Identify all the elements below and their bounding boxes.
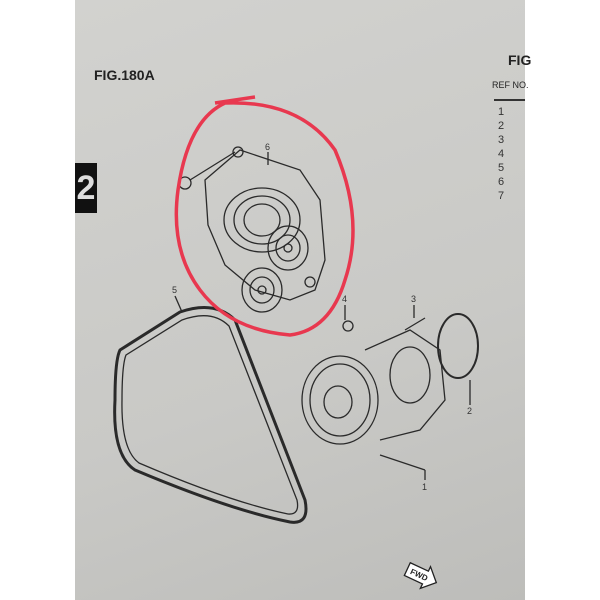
idler-pulley-upper bbox=[267, 225, 309, 271]
water-pump bbox=[301, 317, 446, 445]
figure-title: FIG.180A bbox=[94, 67, 155, 83]
ref-no-header: REF NO. bbox=[492, 80, 529, 90]
callout-6: 6 bbox=[265, 142, 270, 152]
header-rule bbox=[494, 99, 525, 101]
fwd-arrow-icon: FWD bbox=[403, 561, 438, 590]
idler-pulley-lower bbox=[241, 267, 283, 313]
ref-number: 3 bbox=[498, 134, 505, 146]
ref-number: 6 bbox=[498, 176, 505, 188]
callout-1: 1 bbox=[422, 482, 427, 492]
drive-belt bbox=[113, 306, 308, 524]
catalog-page bbox=[75, 0, 525, 600]
ref-number: 7 bbox=[498, 190, 505, 202]
ref-number: 2 bbox=[498, 120, 505, 132]
callout-2: 2 bbox=[467, 406, 472, 416]
ref-number: 4 bbox=[498, 148, 505, 160]
callout-3: 3 bbox=[411, 294, 416, 304]
section-tab: 2 bbox=[75, 163, 97, 213]
red-highlight-circle bbox=[174, 95, 355, 337]
tensioner-bracket bbox=[178, 146, 326, 301]
ref-number: 1 bbox=[498, 106, 505, 118]
gasket bbox=[437, 313, 479, 379]
callout-5: 5 bbox=[172, 285, 177, 295]
figure-title-right: FIG bbox=[508, 52, 532, 68]
ref-number: 5 bbox=[498, 162, 505, 174]
callout-4: 4 bbox=[342, 294, 347, 304]
